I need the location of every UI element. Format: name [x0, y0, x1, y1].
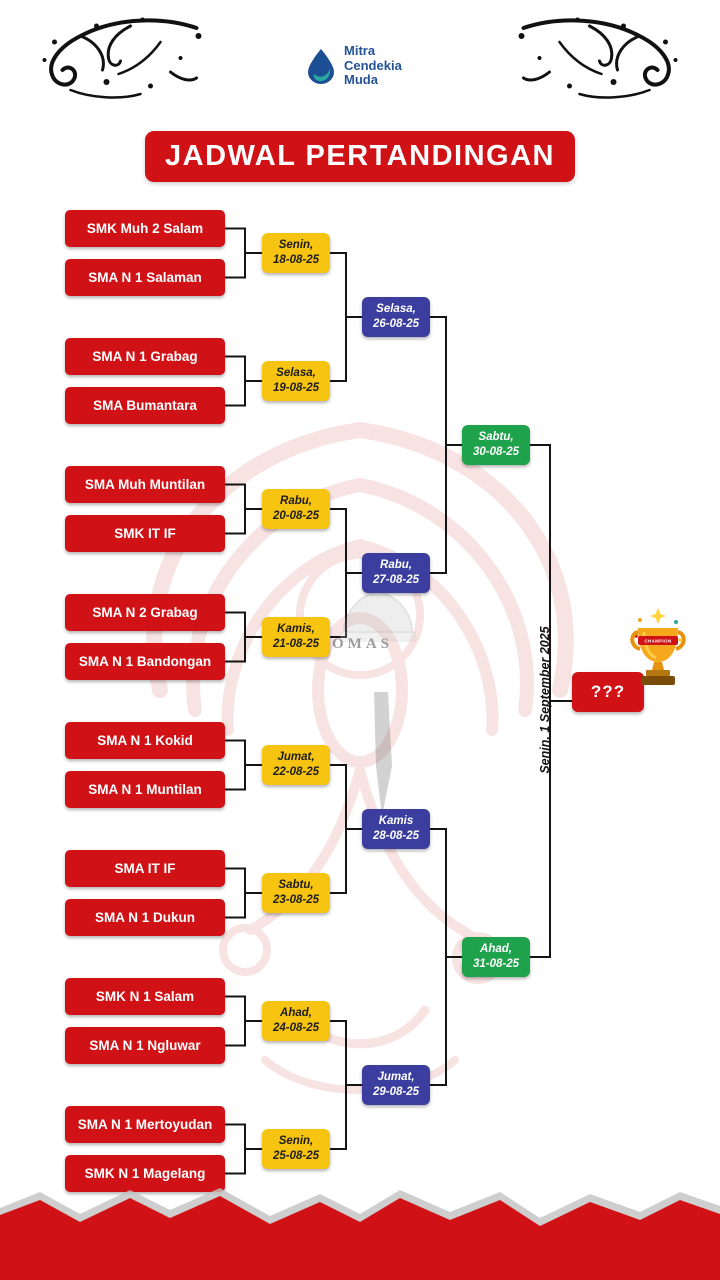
match-date: 18-08-25	[272, 254, 320, 266]
team-box: SMA N 1 Mertoyudan	[65, 1106, 225, 1143]
team-box: SMA N 1 Salaman	[65, 259, 225, 296]
match-date-round1: Selasa, 19-08-25	[262, 361, 330, 401]
page-title: JADWAL PERTANDINGAN	[145, 131, 575, 182]
match-day: Senin,	[278, 239, 314, 252]
team-box: SMA N 1 Kokid	[65, 722, 225, 759]
team-box: SMA N 1 Ngluwar	[65, 1027, 225, 1064]
team-box: SMK N 1 Salam	[65, 978, 225, 1015]
match-date-round2: Jumat, 29-08-25	[362, 1065, 430, 1105]
match-day: Selasa,	[276, 367, 316, 380]
match-day: Selasa,	[376, 303, 416, 316]
match-date: 20-08-25	[272, 510, 320, 522]
match-date-round2: Kamis 28-08-25	[362, 809, 430, 849]
match-date-round1: Kamis, 21-08-25	[262, 617, 330, 657]
final-date-label: Senin, 1 September 2025	[538, 626, 552, 774]
logo-text: Mitra Cendekia Muda	[344, 43, 402, 88]
match-date-round2: Selasa, 26-08-25	[362, 297, 430, 337]
match-day: Kamis	[378, 815, 414, 828]
match-day: Jumat,	[377, 1071, 415, 1084]
team-box: SMK Muh 2 Salam	[65, 210, 225, 247]
trophy-icon: CHAMPION	[626, 606, 690, 711]
match-date-round1: Senin, 18-08-25	[262, 233, 330, 273]
match-date-semifinal: Ahad, 31-08-25	[462, 937, 530, 977]
match-date: 19-08-25	[272, 382, 320, 394]
drop-logo-icon	[308, 48, 334, 84]
match-date: 29-08-25	[372, 1086, 420, 1098]
match-date: 28-08-25	[372, 830, 420, 842]
team-box: SMA IT IF	[65, 850, 225, 887]
team-box: SMA N 1 Dukun	[65, 899, 225, 936]
team-box: SMA Muh Muntilan	[65, 466, 225, 503]
match-date: 23-08-25	[272, 894, 320, 906]
team-box: SMK IT IF	[65, 515, 225, 552]
match-date-round1: Sabtu, 23-08-25	[262, 873, 330, 913]
logo-line-2: Cendekia	[344, 57, 402, 73]
emblem-watermark-text: OMAS	[332, 636, 393, 652]
match-date: 26-08-25	[372, 318, 420, 330]
team-box: SMA N 1 Muntilan	[65, 771, 225, 808]
match-date-semifinal: Sabtu, 30-08-25	[462, 425, 530, 465]
match-date: 27-08-25	[372, 574, 420, 586]
team-box: SMK N 1 Magelang	[65, 1155, 225, 1192]
match-day: Kamis,	[277, 623, 315, 636]
match-date: 31-08-25	[472, 958, 520, 970]
team-box: SMA N 1 Grabag	[65, 338, 225, 375]
match-date-round1: Ahad, 24-08-25	[262, 1001, 330, 1041]
team-box: SMA N 1 Bandongan	[65, 643, 225, 680]
trophy-band-text: CHAMPION	[644, 639, 671, 644]
logo: Mitra Cendekia Muda	[305, 43, 402, 88]
match-day: Ahad,	[280, 1007, 312, 1020]
match-day: Sabtu,	[278, 879, 314, 892]
match-day: Jumat,	[277, 751, 315, 764]
match-date-round1: Senin, 25-08-25	[262, 1129, 330, 1169]
match-date: 30-08-25	[472, 446, 520, 458]
team-box: SMA N 2 Grabag	[65, 594, 225, 631]
match-day: Ahad,	[480, 943, 512, 956]
match-date-round1: Jumat, 22-08-25	[262, 745, 330, 785]
corner-flourish-left-icon	[8, 12, 203, 107]
match-date-round1: Rabu, 20-08-25	[262, 489, 330, 529]
match-date: 25-08-25	[272, 1150, 320, 1162]
match-date: 22-08-25	[272, 766, 320, 778]
logo-line-1: Mitra	[344, 43, 376, 58]
match-day: Sabtu,	[478, 431, 514, 444]
match-date: 21-08-25	[272, 638, 320, 650]
corner-flourish-right-icon	[517, 12, 712, 107]
match-day: Senin,	[278, 1135, 314, 1148]
match-date-round2: Rabu, 27-08-25	[362, 553, 430, 593]
gray-emblem-icon	[316, 586, 446, 831]
match-day: Rabu,	[280, 495, 312, 508]
match-date: 24-08-25	[272, 1022, 320, 1034]
team-box: SMA Bumantara	[65, 387, 225, 424]
logo-line-3: Muda	[344, 72, 378, 88]
final-winner-box: ???	[572, 672, 644, 712]
match-day: Rabu,	[380, 559, 412, 572]
